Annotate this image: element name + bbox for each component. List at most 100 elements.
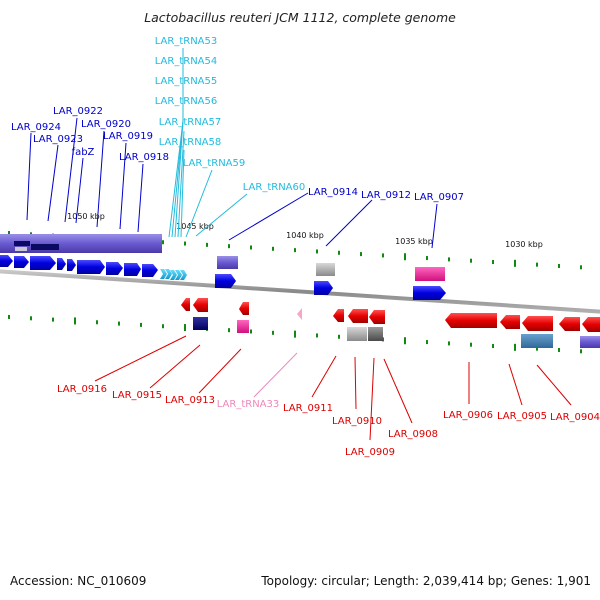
gene-arrow-reverse[interactable]: [348, 309, 368, 323]
gene-block-purple[interactable]: [580, 336, 600, 348]
trna-arrow[interactable]: [170, 270, 177, 280]
gene-arrow-forward[interactable]: [14, 256, 29, 268]
feature-label-lar0913[interactable]: LAR_0913: [165, 395, 215, 406]
gene-arrow-forward[interactable]: [215, 274, 236, 288]
minor-tick-mark: [96, 320, 98, 325]
gene-arrow-reverse[interactable]: [369, 310, 385, 324]
gene-arrow-reverse[interactable]: [193, 298, 208, 312]
gene-block-grey[interactable]: [347, 327, 367, 341]
gene-arrow-reverse[interactable]: [522, 316, 553, 331]
feature-label-lar0906[interactable]: LAR_0906: [443, 410, 493, 421]
minor-tick-mark: [558, 263, 560, 268]
gene-arrow-forward[interactable]: [0, 255, 13, 267]
gene-arrow-forward[interactable]: [142, 264, 158, 277]
gene-arrow-reverse[interactable]: [559, 317, 580, 331]
feature-label-lar0909[interactable]: LAR_0909: [345, 447, 395, 458]
minor-tick-mark: [250, 329, 252, 334]
feature-label-lar0904[interactable]: LAR_0904: [550, 412, 600, 423]
minor-tick-mark: [580, 349, 582, 354]
minor-tick-mark: [8, 314, 10, 319]
trna-arrow-reverse[interactable]: [297, 308, 302, 320]
gene-block-darkgrey[interactable]: [368, 327, 383, 341]
minor-tick-mark: [272, 330, 274, 335]
minor-tick-mark: [228, 328, 230, 333]
major-tick-mark: [404, 337, 406, 345]
gene-block-grey[interactable]: [316, 263, 335, 276]
feature-label-trna58[interactable]: LAR_tRNA58: [159, 137, 222, 148]
trna-arrow[interactable]: [180, 270, 187, 280]
gene-arrow-reverse[interactable]: [445, 313, 497, 328]
feature-label-lar0911[interactable]: LAR_0911: [283, 403, 333, 414]
gene-block-dark: [14, 241, 30, 246]
feature-label-lar0915[interactable]: LAR_0915: [112, 390, 162, 401]
feature-label-trna55[interactable]: LAR_tRNA55: [155, 76, 218, 87]
gene-arrow-forward[interactable]: [77, 260, 105, 274]
feature-label-lar0916[interactable]: LAR_0916: [57, 384, 107, 395]
feature-label-lar0912[interactable]: LAR_0912: [361, 190, 411, 201]
minor-tick-mark: [162, 240, 164, 245]
minor-tick-mark: [448, 257, 450, 262]
feature-label-trna54[interactable]: LAR_tRNA54: [155, 56, 218, 67]
feature-label-lar0907[interactable]: LAR_0907: [414, 192, 464, 203]
feature-label-lar0910[interactable]: LAR_0910: [332, 416, 382, 427]
leader-lines: [26, 48, 572, 441]
gene-arrow-reverse[interactable]: [239, 302, 249, 315]
gene-block-navy[interactable]: [193, 317, 208, 330]
gene-arrow-reverse[interactable]: [582, 317, 600, 332]
feature-label-lar0920[interactable]: LAR_0920: [81, 119, 131, 130]
kbp-label-1030: 1030 kbp: [505, 240, 543, 249]
feature-label-lar0922[interactable]: LAR_0922: [53, 106, 103, 117]
gene-arrow-forward[interactable]: [314, 281, 333, 295]
gene-arrow-forward[interactable]: [413, 286, 446, 300]
feature-label-lar0914[interactable]: LAR_0914: [308, 187, 358, 198]
kbp-label-1050: 1050 kbp: [67, 212, 105, 221]
minor-tick-mark: [228, 244, 230, 249]
gene-block-steel[interactable]: [521, 334, 553, 348]
gene-arrow-forward[interactable]: [30, 256, 56, 270]
trna-arrow[interactable]: [175, 270, 182, 280]
feature-label-trna33[interactable]: LAR_tRNA33: [217, 399, 280, 410]
feature-label-lar0905[interactable]: LAR_0905: [497, 411, 547, 422]
feature-label-trna60[interactable]: LAR_tRNA60: [243, 182, 306, 193]
trna-arrow[interactable]: [165, 269, 172, 279]
minor-tick-mark: [382, 253, 384, 258]
feature-label-lar0908[interactable]: LAR_0908: [388, 429, 438, 440]
feature-label-lar0918[interactable]: LAR_0918: [119, 152, 169, 163]
gene-arrow-reverse[interactable]: [181, 298, 190, 311]
feature-label-lar0924[interactable]: LAR_0924: [11, 122, 61, 133]
gene-arrow-forward[interactable]: [124, 263, 141, 276]
minor-tick-mark: [316, 249, 318, 254]
gene-arrow-reverse[interactable]: [500, 315, 520, 329]
minor-tick-mark: [272, 246, 274, 251]
gene-block-purple[interactable]: [217, 256, 238, 269]
feature-label-lar0923[interactable]: LAR_0923: [33, 134, 83, 145]
trna-arrow[interactable]: [160, 269, 167, 279]
gene-block-dark: [31, 244, 59, 250]
tick-marks: [8, 230, 582, 354]
feature-label-trna57[interactable]: LAR_tRNA57: [159, 117, 222, 128]
minor-tick-mark: [30, 316, 32, 321]
top-feature-labels: LAR_tRNA53 LAR_tRNA54 LAR_tRNA55 LAR_tRN…: [11, 36, 464, 203]
feature-label-trna53[interactable]: LAR_tRNA53: [155, 36, 218, 47]
minor-tick-mark: [426, 340, 428, 345]
gene-block-pink[interactable]: [237, 320, 249, 333]
gene-arrow-forward[interactable]: [57, 258, 66, 270]
gene-arrow-forward[interactable]: [106, 262, 123, 275]
minor-tick-mark: [536, 346, 538, 351]
feature-label-lar0919[interactable]: LAR_0919: [103, 131, 153, 142]
minor-tick-mark: [448, 341, 450, 346]
gene-arrow-reverse[interactable]: [333, 309, 344, 322]
minor-tick-mark: [492, 260, 494, 265]
gene-block-pink[interactable]: [415, 267, 445, 281]
genome-backbone: [0, 269, 600, 314]
feature-label-trna56[interactable]: LAR_tRNA56: [155, 96, 218, 107]
minor-tick-mark: [294, 248, 296, 253]
gene-arrow-forward[interactable]: [67, 259, 76, 271]
feature-label-fabz[interactable]: fabZ: [72, 147, 95, 158]
feature-label-trna59[interactable]: LAR_tRNA59: [183, 158, 246, 169]
minor-tick-mark: [316, 333, 318, 338]
minor-tick-mark: [250, 245, 252, 250]
map-title: Lactobacillus reuteri JCM 1112, complete…: [144, 10, 456, 25]
